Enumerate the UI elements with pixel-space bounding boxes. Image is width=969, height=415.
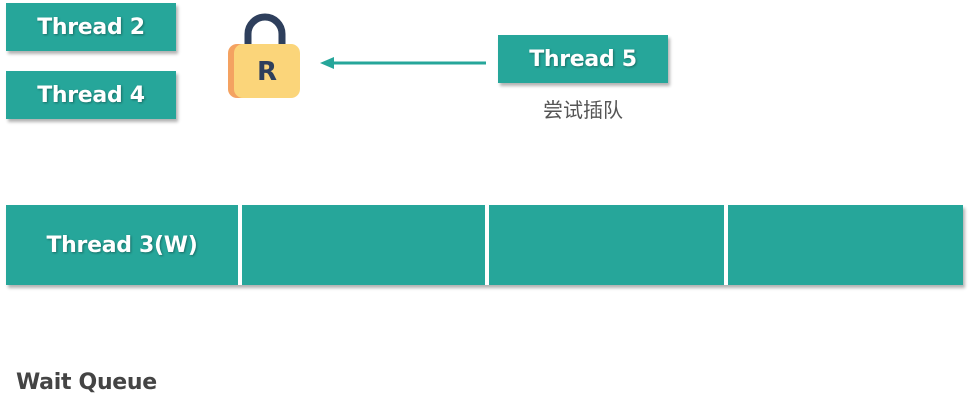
queue-slot-4	[724, 205, 963, 285]
thread-2-label: Thread 2	[37, 14, 145, 40]
thread-4-box: Thread 4	[6, 71, 176, 119]
thread-5-caption: 尝试插队	[543, 98, 623, 122]
padlock-icon: R	[228, 13, 300, 98]
queue-slot-1: Thread 3(W)	[6, 205, 238, 285]
arrow-head	[320, 57, 334, 69]
padlock-letter: R	[257, 57, 277, 87]
thread-4-label: Thread 4	[37, 82, 145, 108]
queue-slot-2	[238, 205, 485, 285]
thread-2-box: Thread 2	[6, 3, 176, 51]
padlock-body	[234, 44, 300, 98]
queue-slot-3	[485, 205, 724, 285]
thread-5-label: Thread 5	[529, 46, 637, 72]
thread-5-box: Thread 5	[498, 35, 668, 83]
wait-queue: Thread 3(W)	[6, 205, 963, 285]
padlock-shackle	[244, 13, 286, 50]
arrow-left-icon	[320, 57, 486, 69]
wait-queue-title: Wait Queue	[16, 370, 157, 395]
